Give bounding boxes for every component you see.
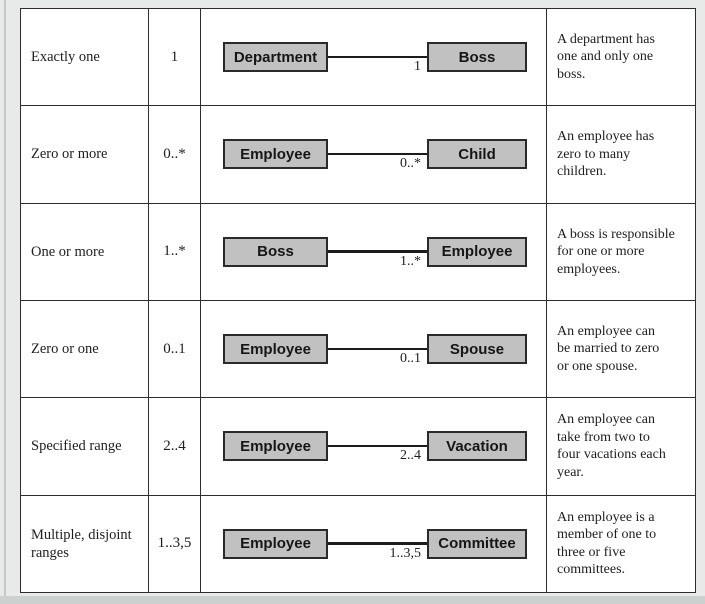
page-edge-line: [4, 0, 6, 604]
diagram-cell: Employee 0..1 Spouse: [200, 300, 546, 398]
multiplicity-label: 1: [414, 59, 421, 75]
diagram-cell: Department 1 Boss: [200, 9, 546, 106]
table-row: Multiple, disjoint ranges 1..3,5 Employe…: [21, 494, 695, 592]
diagram-cell: Employee 0..* Child: [200, 106, 546, 203]
meaning-cell: One or more: [31, 243, 105, 260]
uml-class-box-left: Boss: [223, 236, 328, 267]
uml-class-box-right: Employee: [427, 236, 527, 267]
uml-class-box-right: Child: [427, 139, 527, 170]
meaning-cell: Zero or one: [31, 341, 99, 358]
uml-class-box-left: Department: [223, 42, 328, 73]
uml-class-box-left: Employee: [223, 431, 328, 462]
uml-class-box-right: Committee: [427, 528, 527, 559]
notation-cell: 1: [148, 9, 200, 106]
multiplicity-label: 0..*: [400, 156, 421, 172]
table-row: One or more 1..* Boss 1..* Employee A bo…: [21, 202, 695, 300]
meaning-cell: Zero or more: [31, 146, 108, 163]
description-cell: An employee has zero to many children.: [546, 106, 695, 203]
table-row: Zero or one 0..1 Employee 0..1 Spouse An…: [21, 299, 695, 398]
association-line: [328, 444, 427, 448]
multiplicity-label: 0..1: [400, 351, 421, 367]
notation-cell: 1..*: [148, 203, 200, 300]
diagram-cell: Boss 1..* Employee: [200, 203, 546, 300]
description-cell: An employee is a member of one to three …: [546, 495, 695, 592]
uml-class-box-right: Spouse: [427, 334, 527, 365]
diagram-cell: Employee 1..3,5 Committee: [200, 495, 546, 592]
association-line: [328, 250, 427, 253]
meaning-cell: Multiple, disjoint ranges: [31, 526, 132, 561]
uml-class-box-right: Boss: [427, 42, 527, 73]
association-line: [328, 55, 427, 59]
uml-class-box-left: Employee: [223, 139, 328, 170]
description-cell: A boss is responsible for one or more em…: [546, 203, 695, 300]
table-row: Zero or more 0..* Employee 0..* Child An…: [21, 105, 695, 203]
uml-class-box-left: Employee: [223, 334, 328, 365]
description-cell: An employee can take from two to four va…: [546, 398, 695, 495]
description-cell: An employee can be married to zero or on…: [546, 300, 695, 398]
notation-cell: 0..1: [148, 300, 200, 398]
diagram-cell: Employee 2..4 Vacation: [200, 398, 546, 495]
uml-class-box-right: Vacation: [427, 431, 527, 462]
multiplicity-table: Exactly one 1 Department 1 Boss A depart…: [20, 8, 696, 593]
page-bottom-shadow: [0, 596, 705, 604]
multiplicity-label: 1..3,5: [389, 545, 422, 561]
meaning-cell: Specified range: [31, 438, 122, 455]
meaning-cell: Exactly one: [31, 49, 100, 66]
multiplicity-label: 1..*: [400, 253, 421, 269]
association-line: [328, 152, 427, 156]
uml-class-box-left: Employee: [223, 528, 328, 559]
table-row: Specified range 2..4 Employee 2..4 Vacat…: [21, 397, 695, 495]
multiplicity-label: 2..4: [400, 448, 421, 464]
association-line: [328, 347, 427, 351]
notation-cell: 0..*: [148, 106, 200, 203]
table-row: Exactly one 1 Department 1 Boss A depart…: [21, 9, 695, 106]
notation-cell: 1..3,5: [148, 495, 200, 592]
association-line: [328, 542, 427, 545]
description-cell: A department has one and only one boss.: [546, 9, 695, 106]
notation-cell: 2..4: [148, 398, 200, 495]
